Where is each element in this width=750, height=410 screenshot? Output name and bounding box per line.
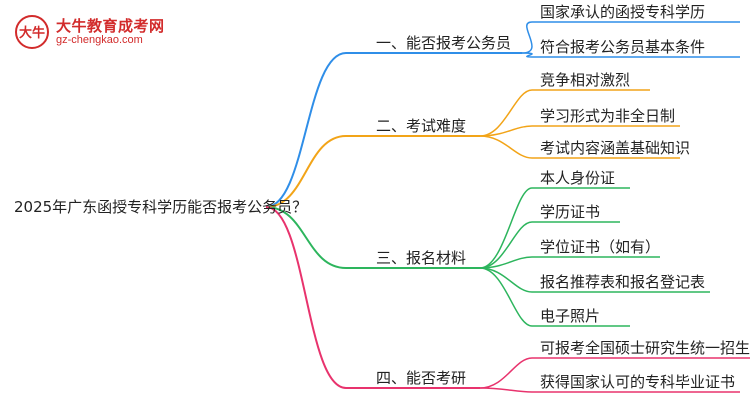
leaf-connector	[479, 256, 660, 269]
leaf-label: 可报考全国硕士研究生统一招生考试	[540, 339, 750, 357]
leaf-connector	[479, 89, 650, 137]
leaf-label: 竞争相对激烈	[540, 71, 631, 89]
logo-mark-text: 大牛	[19, 25, 45, 41]
branch-connector	[265, 206, 480, 389]
leaf-label: 报名推荐表和报名登记表	[540, 273, 706, 291]
logo-url: gz-chengkao.com	[56, 34, 143, 47]
leaf-connector	[521, 21, 740, 54]
leaf-label: 电子照片	[540, 307, 601, 325]
branch-label: 一、能否报考公务员	[376, 34, 512, 52]
root-topic: 2025年广东函授专科学历能否报考公务员？	[14, 198, 308, 216]
logo-mark-icon: 大牛	[15, 15, 49, 49]
leaf-label: 考试内容涵盖基础知识	[540, 139, 691, 157]
site-logo[interactable]: 大牛 大牛教育成考网 gz-chengkao.com	[14, 14, 165, 50]
logo-title: 大牛教育成考网	[56, 16, 165, 35]
leaf-label: 学历证书	[540, 203, 601, 221]
branch-label: 三、报名材料	[376, 249, 467, 267]
leaf-connector	[479, 187, 630, 269]
leaf-label: 学位证书（如有）	[540, 238, 661, 256]
branch-label: 四、能否考研	[376, 369, 467, 387]
branch-connector	[265, 52, 522, 208]
leaf-connector	[479, 387, 740, 393]
branch-connector	[265, 206, 480, 269]
leaf-connector	[479, 267, 710, 293]
leaf-connector	[479, 357, 750, 389]
leaf-connector	[479, 125, 680, 137]
leaf-label: 符合报考公务员基本条件	[540, 38, 706, 56]
leaf-label: 本人身份证	[540, 169, 616, 187]
leaf-connector	[521, 52, 740, 58]
leaf-connector	[479, 221, 620, 269]
branch-connector	[265, 135, 480, 208]
leaf-connector	[479, 135, 680, 159]
leaf-connector	[479, 267, 630, 327]
leaf-label: 获得国家认可的专科毕业证书	[540, 373, 736, 391]
branch-label: 二、考试难度	[376, 117, 467, 135]
leaf-label: 学习形式为非全日制	[540, 107, 676, 125]
leaf-label: 国家承认的函授专科学历	[540, 3, 706, 21]
